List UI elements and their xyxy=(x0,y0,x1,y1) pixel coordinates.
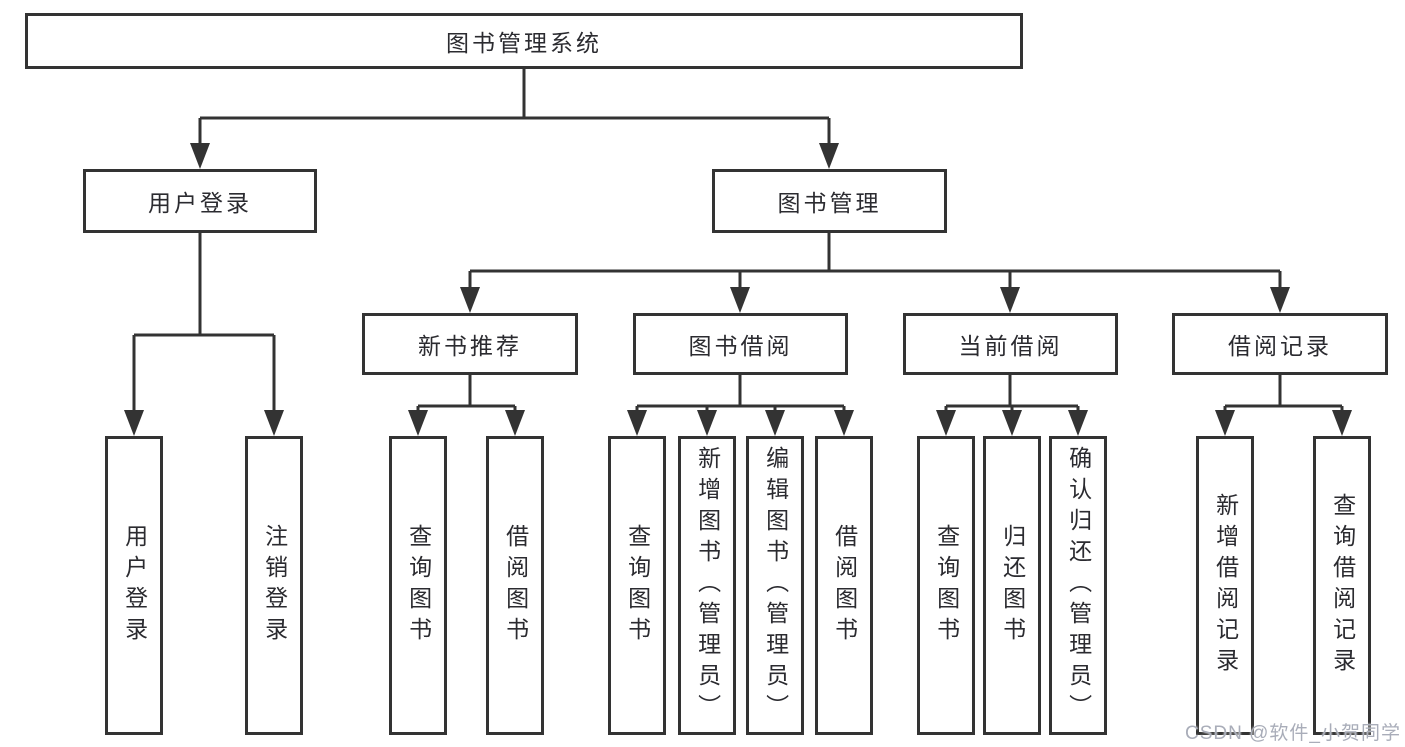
arrow-down-icon xyxy=(627,410,647,436)
node-leaf-borrowing-borrow-books-label: 借阅图书 xyxy=(831,523,858,648)
node-leaf-current-return-books: 归还图书 xyxy=(983,436,1041,735)
node-leaf-borrowing-add-books: 新增图书（管理员） xyxy=(678,436,736,735)
node-leaf-current-confirm-return-label: 确认归还（管理员） xyxy=(1065,446,1092,725)
arrow-down-icon xyxy=(1332,410,1352,436)
node-new-book-recommend: 新书推荐 xyxy=(362,313,578,375)
node-leaf-recommend-query-books-label: 查询图书 xyxy=(405,523,432,648)
arrow-down-icon xyxy=(1000,287,1020,313)
node-root: 图书管理系统 xyxy=(25,13,1023,69)
arrow-down-icon xyxy=(834,410,854,436)
arrow-down-icon xyxy=(1068,410,1088,436)
arrow-down-icon xyxy=(1002,410,1022,436)
node-leaf-current-confirm-return: 确认归还（管理员） xyxy=(1049,436,1107,735)
node-book-management: 图书管理 xyxy=(712,169,947,233)
node-leaf-records-query-record: 查询借阅记录 xyxy=(1313,436,1371,735)
arrow-down-icon xyxy=(1270,287,1290,313)
node-leaf-records-add-record-label: 新增借阅记录 xyxy=(1212,492,1239,679)
connector-current-borrowing-split xyxy=(944,375,1080,414)
node-borrowing-records: 借阅记录 xyxy=(1172,313,1388,375)
node-leaf-login-label: 用户登录 xyxy=(121,523,148,648)
node-leaf-recommend-borrow-books-label: 借阅图书 xyxy=(502,523,529,648)
arrow-down-icon xyxy=(505,410,525,436)
node-book-management-label: 图书管理 xyxy=(777,190,882,216)
arrow-down-icon xyxy=(697,410,717,436)
connector-root-split xyxy=(198,69,831,147)
arrow-down-icon xyxy=(730,287,750,313)
node-leaf-recommend-query-books: 查询图书 xyxy=(389,436,447,735)
connector-book-management-split xyxy=(468,233,1282,291)
arrow-down-icon xyxy=(408,410,428,436)
csdn-watermark: CSDN @软件_小贺同学 xyxy=(1185,723,1401,744)
node-borrowing-records-label: 借阅记录 xyxy=(1228,333,1332,359)
node-leaf-current-query-books-label: 查询图书 xyxy=(933,523,960,648)
node-user-login: 用户登录 xyxy=(83,169,317,233)
node-user-login-label: 用户登录 xyxy=(148,190,252,216)
node-book-borrowing: 图书借阅 xyxy=(633,313,848,375)
arrow-down-icon xyxy=(819,143,839,169)
node-current-borrowing: 当前借阅 xyxy=(903,313,1118,375)
node-leaf-recommend-borrow-books: 借阅图书 xyxy=(486,436,544,735)
arrow-down-icon xyxy=(1215,410,1235,436)
node-book-borrowing-label: 图书借阅 xyxy=(688,333,793,359)
node-root-label: 图书管理系统 xyxy=(446,30,602,56)
connector-user-login-split xyxy=(132,233,276,414)
node-leaf-borrowing-add-books-label: 新增图书（管理员） xyxy=(694,446,721,725)
node-leaf-borrowing-query-books-label: 查询图书 xyxy=(624,523,651,648)
node-new-book-recommend-label: 新书推荐 xyxy=(418,333,522,359)
connector-new-book-recommend-split xyxy=(416,375,517,414)
node-leaf-logout: 注销登录 xyxy=(245,436,303,735)
arrow-down-icon xyxy=(765,410,785,436)
node-leaf-login: 用户登录 xyxy=(105,436,163,735)
node-leaf-records-query-record-label: 查询借阅记录 xyxy=(1329,492,1356,679)
arrowheads-group xyxy=(124,143,1352,436)
connector-borrowing-records-split xyxy=(1223,375,1344,414)
arrow-down-icon xyxy=(124,410,144,436)
node-leaf-current-return-books-label: 归还图书 xyxy=(999,523,1026,648)
arrow-down-icon xyxy=(936,410,956,436)
node-leaf-logout-label: 注销登录 xyxy=(261,523,288,648)
arrow-down-icon xyxy=(460,287,480,313)
node-leaf-borrowing-edit-books-label: 编辑图书（管理员） xyxy=(762,446,789,725)
node-leaf-borrowing-borrow-books: 借阅图书 xyxy=(815,436,873,735)
connector-book-borrowing-split xyxy=(635,375,846,414)
node-leaf-borrowing-edit-books: 编辑图书（管理员） xyxy=(746,436,804,735)
node-leaf-current-query-books: 查询图书 xyxy=(917,436,975,735)
node-leaf-borrowing-query-books: 查询图书 xyxy=(608,436,666,735)
node-current-borrowing-label: 当前借阅 xyxy=(958,333,1063,359)
arrow-down-icon xyxy=(264,410,284,436)
arrow-down-icon xyxy=(190,143,210,169)
node-leaf-records-add-record: 新增借阅记录 xyxy=(1196,436,1254,735)
